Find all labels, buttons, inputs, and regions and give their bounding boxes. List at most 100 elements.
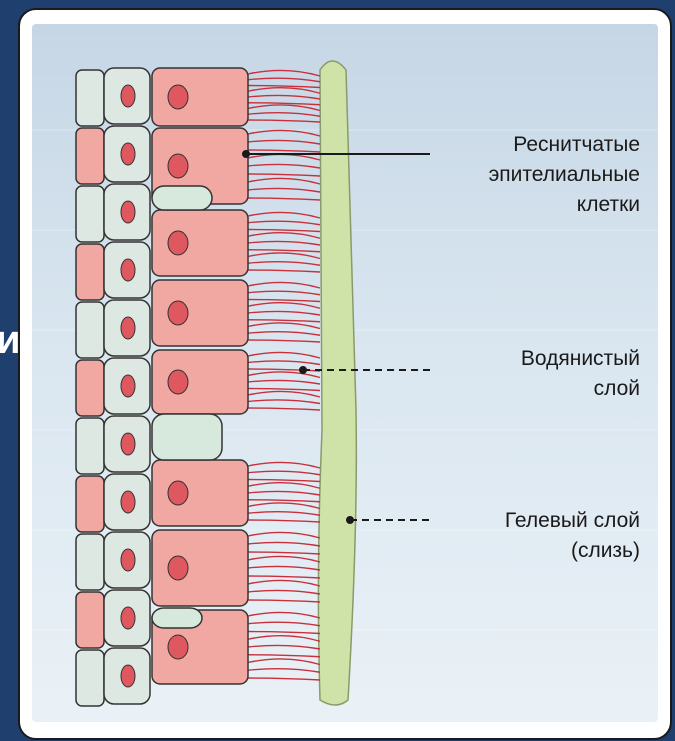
cilium — [248, 542, 320, 546]
cilium — [248, 323, 320, 329]
cilium — [248, 400, 320, 404]
outer-cell — [76, 70, 104, 126]
nucleus — [121, 607, 135, 629]
ciliated-cell — [152, 68, 248, 126]
cilium — [248, 78, 320, 82]
pointer-gel-dot — [347, 517, 353, 523]
outer-cell — [76, 186, 104, 242]
cilium — [248, 164, 320, 168]
cilium — [248, 612, 320, 618]
cilia — [248, 70, 320, 680]
cilium — [248, 250, 320, 252]
cilium — [248, 174, 320, 176]
cilium — [248, 311, 320, 315]
goblet-cell — [152, 608, 202, 628]
cilium — [248, 669, 320, 673]
cilium — [248, 483, 320, 489]
cilium — [248, 332, 320, 336]
cilium — [248, 520, 320, 522]
cilium — [248, 372, 320, 378]
label-gel-line1: Гелевый слой — [420, 506, 640, 536]
cilium — [248, 352, 320, 358]
label-ciliated-line2: эпителиальные — [420, 160, 640, 190]
cilium — [248, 655, 320, 657]
nucleus — [121, 549, 135, 571]
label-ciliated-cells: Реснитчатые эпителиальные клетки — [420, 130, 640, 220]
nucleus — [121, 85, 135, 107]
outer-cell — [76, 418, 104, 474]
ciliated-cell — [152, 530, 248, 606]
nucleus — [168, 85, 188, 109]
label-gel-layer: Гелевый слой (слизь) — [420, 506, 640, 566]
nucleus — [168, 154, 188, 178]
outer-cell — [76, 360, 104, 416]
cilium — [248, 303, 320, 309]
cilium — [248, 512, 320, 516]
cilium — [248, 503, 320, 509]
cilium — [248, 282, 320, 288]
cilium — [248, 480, 320, 482]
cilium — [248, 340, 320, 342]
cilium — [248, 576, 320, 578]
cilium — [248, 471, 320, 475]
nucleus — [121, 665, 135, 687]
outer-cell — [76, 592, 104, 648]
cilium — [248, 462, 320, 468]
cilium — [248, 532, 320, 538]
cilium — [248, 391, 320, 397]
nucleus — [121, 259, 135, 281]
ciliated-cell — [152, 350, 248, 414]
cilium — [248, 632, 320, 634]
cilium — [248, 140, 320, 144]
cilium — [248, 300, 320, 302]
cilium — [248, 88, 320, 94]
goblet-cell — [152, 186, 212, 210]
cilium — [248, 566, 320, 570]
cilium — [248, 70, 320, 76]
ciliated-cell — [152, 460, 248, 526]
nucleus — [168, 481, 188, 505]
cilium — [248, 105, 320, 111]
outer-cell — [76, 302, 104, 358]
cilium — [248, 113, 320, 117]
label-ciliated-line1: Реснитчатые — [420, 130, 640, 160]
pointer-ciliated-dot — [243, 151, 249, 157]
outer-cell — [76, 476, 104, 532]
cilium — [248, 221, 320, 225]
cilium — [248, 253, 320, 259]
nucleus — [121, 143, 135, 165]
nucleus — [168, 301, 188, 325]
nucleus — [168, 556, 188, 580]
outer-cell — [76, 650, 104, 706]
cilium — [248, 233, 320, 239]
cilium — [248, 380, 320, 384]
cilium — [248, 659, 320, 665]
cilium — [248, 241, 320, 245]
cilium — [248, 150, 320, 152]
label-ciliated-line3: клетки — [420, 190, 640, 220]
label-aqueous-layer: Водянистый слой — [420, 344, 640, 404]
nucleus — [121, 375, 135, 397]
mucus-gel-layer — [318, 61, 356, 705]
cilium — [248, 600, 320, 602]
label-aqueous-line1: Водянистый — [420, 344, 640, 374]
cilium — [248, 408, 320, 410]
nucleus — [168, 231, 188, 255]
cilium — [248, 95, 320, 99]
diagram-frame: Реснитчатые эпителиальные клетки Водянис… — [18, 8, 672, 740]
cilium — [248, 262, 320, 266]
cell-layer — [76, 68, 248, 706]
cilium — [248, 636, 320, 642]
label-gel-line2: (слизь) — [420, 536, 640, 566]
cilium — [248, 130, 320, 136]
cilium — [248, 178, 320, 184]
ciliated-cell — [152, 280, 248, 346]
cilium — [248, 552, 320, 554]
ciliated-cell — [152, 210, 248, 276]
cilium — [248, 491, 320, 495]
pointer-aqueous-dot — [300, 367, 306, 373]
cilium — [248, 154, 320, 160]
outer-cell — [76, 534, 104, 590]
nucleus — [168, 370, 188, 394]
cilium — [248, 622, 320, 626]
